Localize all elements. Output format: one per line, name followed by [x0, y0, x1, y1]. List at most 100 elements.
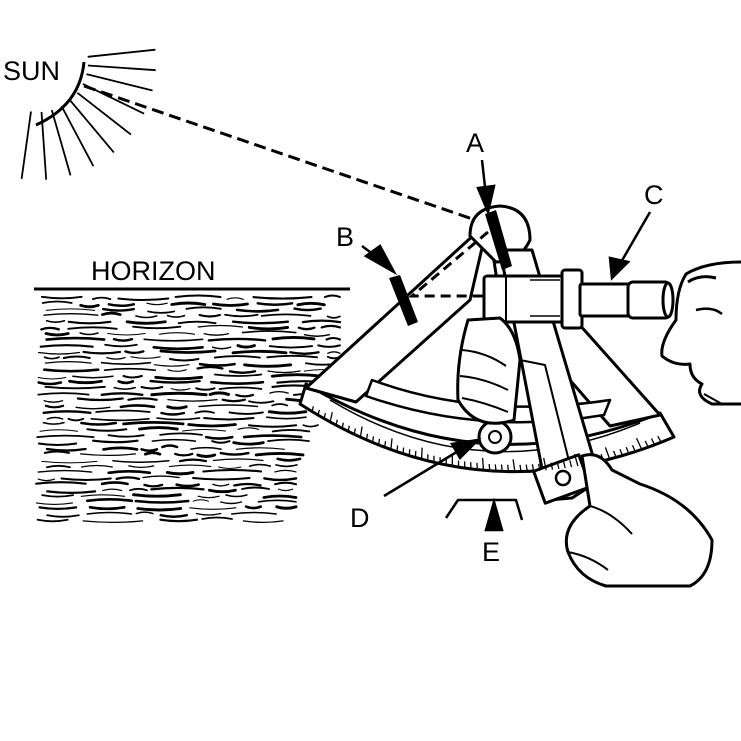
wave-stroke	[213, 355, 261, 359]
sun-illustration	[20, 48, 156, 180]
wave-stroke	[203, 416, 255, 421]
wave-stroke	[150, 391, 208, 397]
wave-stroke	[187, 423, 237, 428]
label-a: A	[466, 128, 484, 158]
wave-stroke	[122, 374, 143, 379]
wave-stroke	[62, 355, 91, 360]
wave-stroke	[125, 320, 167, 325]
wave-stroke	[147, 310, 176, 314]
wave-stroke	[43, 400, 64, 403]
wave-stroke	[45, 336, 106, 341]
arc-tick	[371, 436, 375, 443]
wave-stroke	[122, 421, 185, 426]
wave-stroke	[100, 361, 152, 365]
wave-stroke	[262, 494, 298, 499]
wave-stroke	[195, 387, 216, 391]
wave-stroke	[106, 356, 126, 360]
arc-tick	[353, 428, 356, 435]
wave-stroke	[166, 405, 188, 410]
wave-stroke	[91, 296, 112, 300]
wave-stroke	[117, 380, 135, 385]
wave-stroke	[130, 356, 161, 359]
wave-stroke	[39, 344, 94, 348]
arc-tick	[519, 464, 522, 472]
wave-stroke	[92, 439, 139, 444]
wave-stroke	[178, 458, 208, 463]
navigator-face	[660, 260, 741, 406]
wave-stroke	[135, 315, 158, 319]
wave-stroke	[107, 434, 145, 438]
wave-stroke	[79, 303, 100, 309]
arc-tick	[507, 464, 510, 472]
wave-stroke	[207, 337, 267, 342]
wave-stroke	[152, 345, 204, 351]
wave-stroke	[325, 336, 342, 341]
wave-stroke	[327, 351, 341, 354]
wave-stroke	[140, 448, 159, 453]
arc-tick	[612, 450, 617, 458]
wave-stroke	[192, 477, 251, 481]
wave-stroke	[103, 367, 157, 372]
wave-stroke	[266, 354, 319, 359]
arc-tick	[573, 453, 579, 467]
sun-ray	[69, 99, 115, 153]
wave-stroke	[140, 386, 164, 390]
wave-stroke	[232, 441, 265, 446]
arc-scale-ticks	[311, 406, 662, 472]
wave-stroke	[115, 476, 141, 481]
sun-ray	[87, 48, 156, 58]
wave-stroke	[247, 325, 290, 331]
wave-stroke	[194, 410, 215, 414]
wave-stroke	[269, 390, 289, 394]
wave-stroke	[268, 345, 314, 349]
label-b: B	[336, 222, 354, 252]
arc-tick	[650, 438, 656, 446]
wave-stroke	[192, 499, 209, 502]
arc-tick	[494, 464, 497, 472]
wave-stroke	[67, 320, 112, 325]
wave-stroke	[67, 326, 118, 330]
wave-stroke	[317, 344, 341, 348]
wave-stroke	[43, 450, 70, 454]
wave-stroke	[323, 294, 341, 298]
wave-stroke	[80, 464, 113, 468]
wave-stroke	[185, 306, 222, 310]
arc-tick	[420, 447, 423, 460]
wave-stroke	[235, 308, 280, 313]
wave-stroke	[274, 469, 297, 473]
wave-stroke	[43, 368, 100, 373]
wave-stroke	[208, 391, 230, 396]
wave-stroke	[42, 421, 65, 425]
wave-stroke	[134, 499, 190, 504]
wave-stroke	[107, 332, 146, 336]
wave-stroke	[168, 464, 212, 468]
wave-stroke	[161, 444, 179, 449]
wave-stroke	[326, 315, 341, 319]
wave-stroke	[196, 453, 217, 458]
wave-stroke	[167, 399, 218, 402]
wave-stroke	[158, 332, 196, 335]
wave-stroke	[197, 324, 244, 328]
wave-stroke	[241, 330, 297, 334]
wave-stroke	[224, 313, 259, 318]
wave-stroke	[127, 397, 158, 401]
wave-stroke	[112, 460, 170, 464]
wave-stroke	[104, 343, 138, 348]
wave-stroke	[248, 463, 272, 467]
wave-stroke	[244, 505, 263, 510]
arc-tick	[396, 445, 399, 452]
wave-stroke	[38, 506, 78, 511]
wave-stroke	[146, 302, 168, 306]
wave-stroke	[82, 520, 144, 524]
wave-stroke	[45, 447, 87, 452]
wave-stroke	[301, 319, 342, 324]
wave-stroke	[142, 475, 180, 479]
wave-stroke	[107, 469, 152, 475]
wave-stroke	[230, 511, 277, 515]
wave-stroke	[266, 416, 307, 420]
wave-stroke	[76, 397, 124, 402]
wave-stroke	[36, 434, 95, 438]
wave-stroke	[267, 410, 308, 415]
wave-stroke	[256, 302, 294, 307]
